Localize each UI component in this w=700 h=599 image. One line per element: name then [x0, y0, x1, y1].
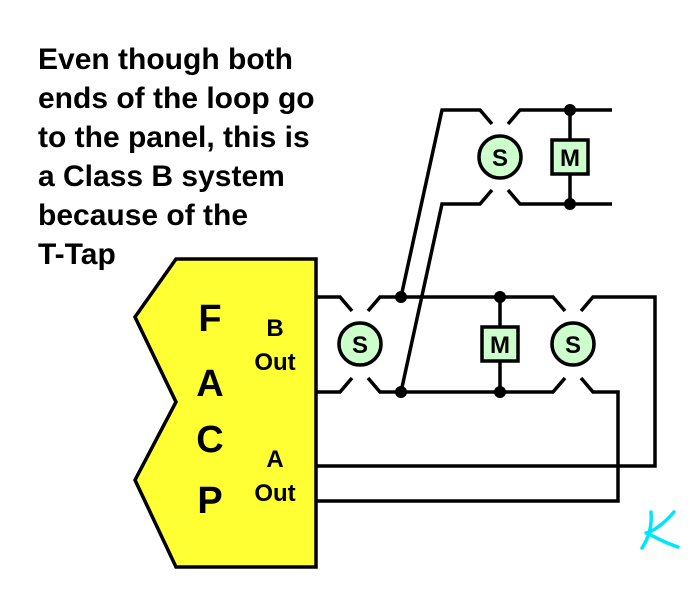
smoke-detector-1: S	[337, 321, 383, 367]
t-tap-wire-top	[399, 108, 612, 298]
caption-line-2: ends of the loop go	[38, 82, 315, 115]
smoke-detector-label: S	[352, 332, 368, 359]
a-out-word: Out	[254, 480, 295, 507]
junction-dot	[395, 291, 407, 303]
smoke-detector-2: S	[550, 321, 596, 367]
loop-wire-b-top	[310, 295, 657, 468]
smoke-detector-icon	[337, 321, 383, 367]
signature-k-icon	[640, 510, 680, 550]
junction-dot	[494, 386, 506, 398]
loop-wire-b-bottom	[310, 376, 620, 503]
smoke-detector-label: S	[492, 145, 508, 172]
junction-dot	[564, 104, 576, 116]
smoke-detector-icon	[477, 134, 523, 180]
module-label: M	[560, 145, 580, 172]
b-out-word: Out	[254, 349, 295, 376]
junction-dot	[494, 291, 506, 303]
panel-body	[132, 257, 318, 569]
caption: Even though both ends of the loop go to …	[38, 43, 315, 271]
smoke-detector-label: S	[565, 332, 581, 359]
module-loop: M	[480, 325, 520, 363]
caption-line-6: T-Tap	[38, 238, 116, 271]
caption-line-3: to the panel, this is	[38, 121, 310, 154]
caption-line-5: because of the	[38, 199, 248, 232]
t-tap-wire-bottom	[399, 188, 612, 393]
smoke-detector-icon	[550, 321, 596, 367]
panel-letter-c: C	[196, 419, 223, 461]
a-out-letter: A	[266, 446, 283, 473]
junctions	[395, 104, 576, 398]
facp-panel: F A C P B Out A Out	[132, 257, 318, 569]
panel-letter-a: A	[196, 363, 223, 405]
module-icon	[480, 325, 520, 363]
junction-dot	[564, 198, 576, 210]
panel-letter-f: F	[198, 298, 221, 340]
caption-line-4: a Class B system	[38, 160, 285, 193]
caption-line-1: Even though both	[38, 43, 293, 76]
panel-letter-p: P	[197, 480, 222, 522]
smoke-detector-branch: S	[477, 134, 523, 180]
module-icon	[550, 138, 590, 176]
junction-dot	[395, 386, 407, 398]
module-branch: M	[550, 138, 590, 176]
b-out-letter: B	[266, 315, 283, 342]
module-label: M	[490, 332, 510, 359]
